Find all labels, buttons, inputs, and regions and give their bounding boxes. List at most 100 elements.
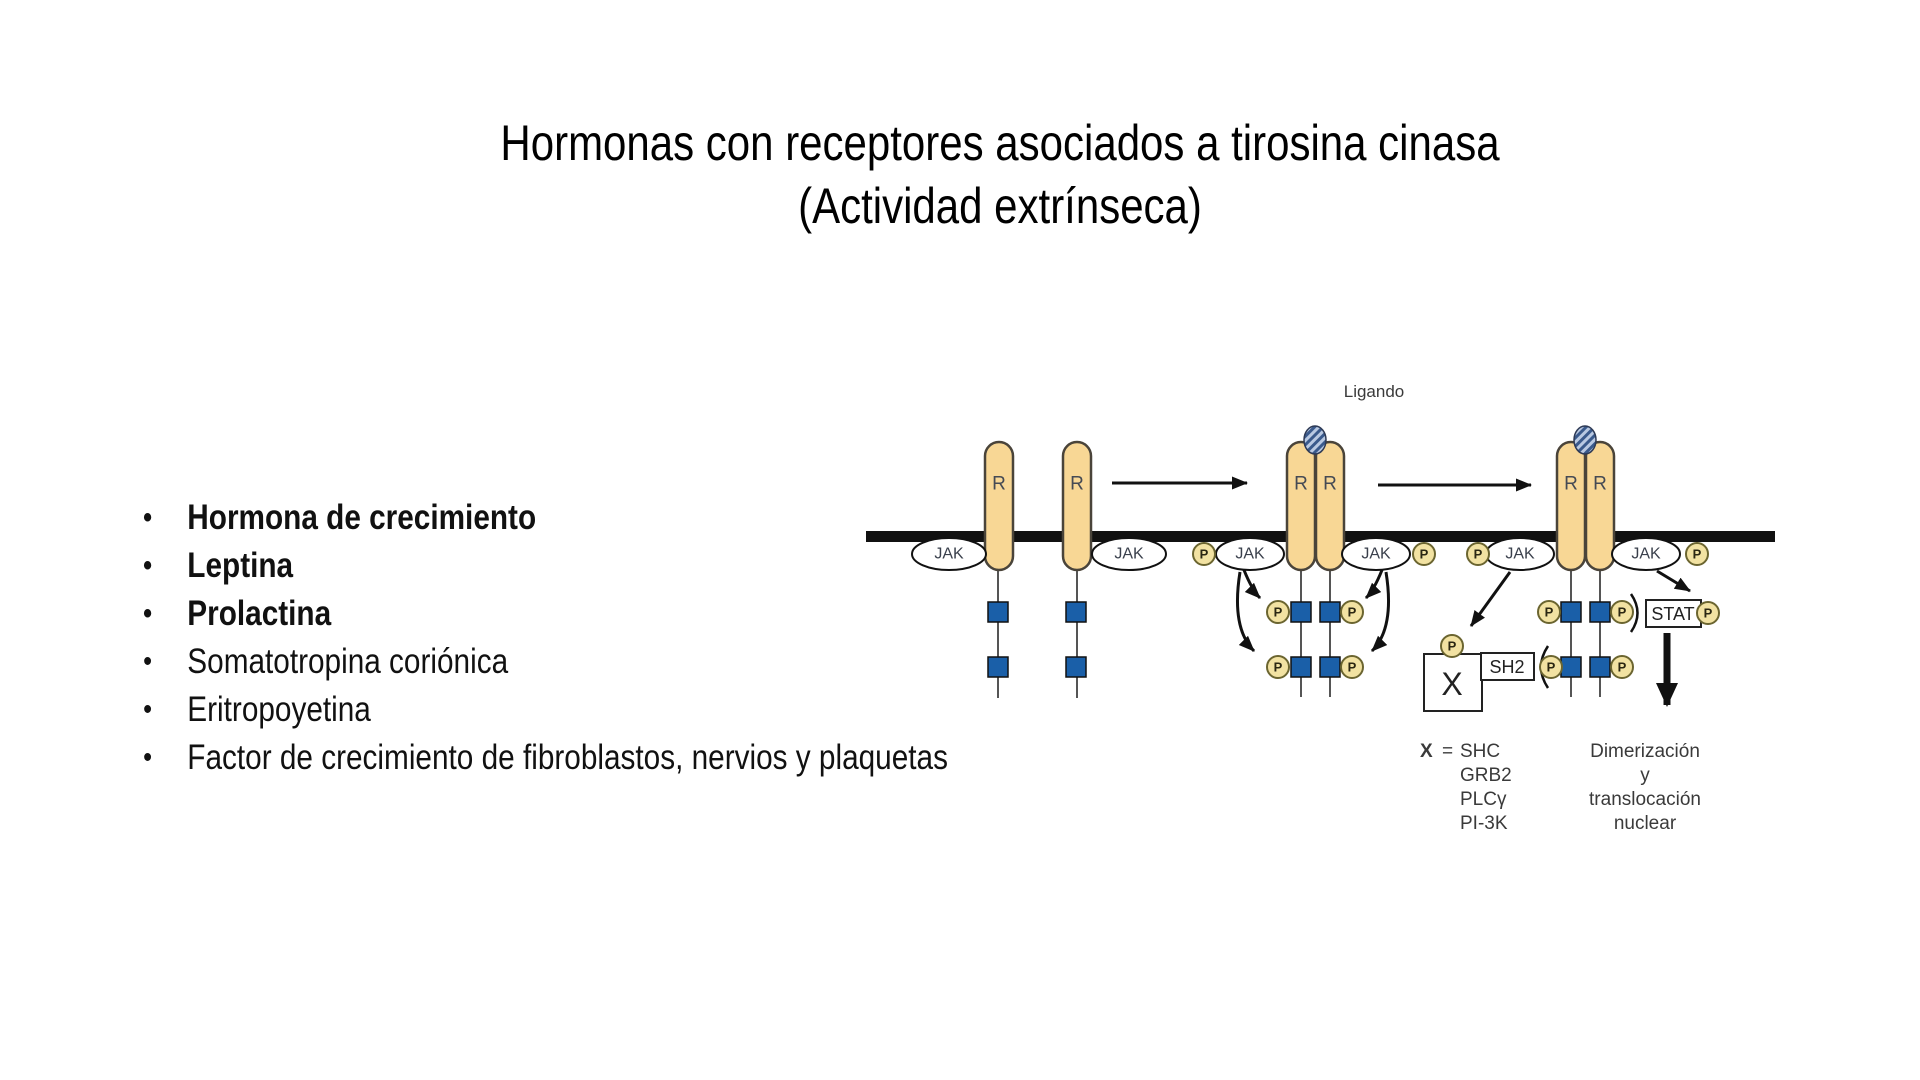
jak-label: JAK	[1631, 546, 1661, 563]
ligand	[1573, 425, 1597, 455]
list-item: • Factor de crecimiento de fibroblastos,…	[138, 734, 948, 782]
bullet-text: Hormona de crecimiento	[187, 498, 537, 537]
jak-label: JAK	[1505, 546, 1535, 563]
stat-box	[1645, 599, 1702, 628]
receptor-label: R	[1070, 474, 1084, 495]
jak-oval	[911, 537, 987, 571]
page-title: Hormonas con receptores asociados a tiro…	[227, 112, 1773, 238]
tyrosine-domain-square	[1560, 656, 1582, 678]
receptor-capsule	[1061, 440, 1093, 572]
phospho-badge: P	[1537, 600, 1561, 624]
bullet-text: Prolactina	[187, 594, 332, 633]
phospho-badge: P	[1412, 542, 1436, 566]
phospho-label: P	[1704, 606, 1713, 621]
phospho-badge: P	[1685, 542, 1709, 566]
tyrosine-domain-square	[1589, 601, 1611, 623]
list-item: • Leptina	[138, 542, 948, 590]
bullet-text: Leptina	[187, 546, 294, 585]
phosphorylation-arrow	[1242, 569, 1262, 600]
phospho-label: P	[1618, 660, 1627, 675]
jak-oval	[1611, 537, 1681, 571]
bullet-dot: •	[143, 501, 153, 534]
phospho-badge: P	[1340, 600, 1364, 624]
jak-label: JAK	[934, 546, 964, 563]
receptor-capsule	[1555, 440, 1587, 572]
receptor-label: R	[992, 474, 1006, 495]
ligand-label: Ligando	[1344, 382, 1405, 401]
x-legend: X = SHC GRB2 PLCγ PI-3K	[1420, 741, 1512, 834]
phospho-label: P	[1420, 547, 1429, 562]
bullet-dot: •	[143, 693, 153, 726]
phospho-badge: P	[1610, 600, 1634, 624]
phosphorylation-arrow	[1235, 571, 1256, 653]
outcome-text: Dimerización y translocación nuclear	[1589, 741, 1701, 834]
list-item: • Somatotropina coriónica	[138, 638, 948, 686]
panel-effector-recruitment: R R JAK JAK X SH2 STAT P P P	[1423, 425, 1720, 712]
receptor-capsule	[1314, 440, 1346, 572]
stat-binding-bracket	[1629, 593, 1639, 633]
phospho-label: P	[1693, 547, 1702, 562]
tyrosine-domain-square	[1319, 656, 1341, 678]
x-legend-target: SHC	[1460, 741, 1500, 762]
list-item: • Prolactina	[138, 590, 948, 638]
jak-oval	[1341, 537, 1411, 571]
tyrosine-domain-square	[987, 656, 1009, 678]
outcome-line: nuclear	[1614, 813, 1677, 834]
phospho-badge: P	[1192, 542, 1216, 566]
tyrosine-domain-square	[1290, 656, 1312, 678]
title-line-2: (Actividad extrínseca)	[798, 178, 1202, 234]
phospho-label: P	[1348, 605, 1357, 620]
phospho-badge: P	[1440, 634, 1464, 658]
phospho-badge: P	[1610, 655, 1634, 679]
receptor-label: R	[1564, 474, 1578, 495]
receptor-capsule	[1584, 440, 1616, 572]
outcome-line: y	[1640, 765, 1650, 786]
phospho-badge: P	[1340, 655, 1364, 679]
receptor-label: R	[1323, 474, 1337, 495]
phospho-label: P	[1618, 605, 1627, 620]
sh2-label: SH2	[1489, 657, 1524, 677]
phosphorylation-arrow	[1364, 569, 1384, 600]
jak-stat-diagram-svg: R R JAK JAK Ligando R R JAK JAK P	[866, 382, 1775, 834]
jak-label: JAK	[1114, 546, 1144, 563]
stat-recruitment-arrow	[1656, 569, 1691, 593]
phospho-label: P	[1274, 660, 1283, 675]
tyrosine-domain-square	[1560, 601, 1582, 623]
panel-inactive-receptors: R R JAK JAK	[911, 440, 1167, 698]
phospho-badge: P	[1466, 542, 1490, 566]
phospho-label: P	[1200, 547, 1209, 562]
bullet-dot: •	[143, 741, 153, 774]
phospho-badge: P	[1266, 655, 1290, 679]
receptor-label: R	[1593, 474, 1607, 495]
bullet-dot: •	[143, 645, 153, 678]
x-legend-equals: =	[1442, 741, 1453, 762]
x-box-label: X	[1441, 666, 1462, 702]
list-item: • Eritropoyetina	[138, 686, 948, 734]
bullet-text: Eritropoyetina	[187, 690, 371, 729]
sh2-box	[1480, 652, 1535, 681]
phospho-label: P	[1348, 660, 1357, 675]
receptor-capsule	[1285, 440, 1317, 572]
tyrosine-domain-square	[1589, 656, 1611, 678]
tyrosine-domain-square	[1319, 601, 1341, 623]
x-box	[1423, 653, 1483, 712]
ligand	[1303, 425, 1327, 455]
jak-oval	[1091, 537, 1167, 571]
phospho-badge: P	[1266, 600, 1290, 624]
bullet-text: Factor de crecimiento de fibroblastos, n…	[187, 738, 948, 777]
x-recruitment-arrow	[1469, 571, 1512, 627]
jak-label: JAK	[1235, 546, 1265, 563]
phospho-label: P	[1448, 639, 1457, 654]
hormone-bullet-list: • Hormona de crecimiento • Leptina • Pro…	[138, 494, 948, 782]
x-legend-symbol: X	[1420, 741, 1433, 762]
x-legend-target: GRB2	[1460, 765, 1512, 786]
tyrosine-domain-square	[1290, 601, 1312, 623]
phospho-label: P	[1274, 605, 1283, 620]
receptor-capsule	[983, 440, 1015, 572]
tyrosine-domain-square	[1065, 656, 1087, 678]
bullet-dot: •	[143, 549, 153, 582]
title-line-1: Hormonas con receptores asociados a tiro…	[500, 115, 1500, 171]
bullet-text: Somatotropina coriónica	[187, 642, 509, 681]
bullet-dot: •	[143, 597, 153, 630]
phospho-badge: P	[1696, 601, 1720, 625]
